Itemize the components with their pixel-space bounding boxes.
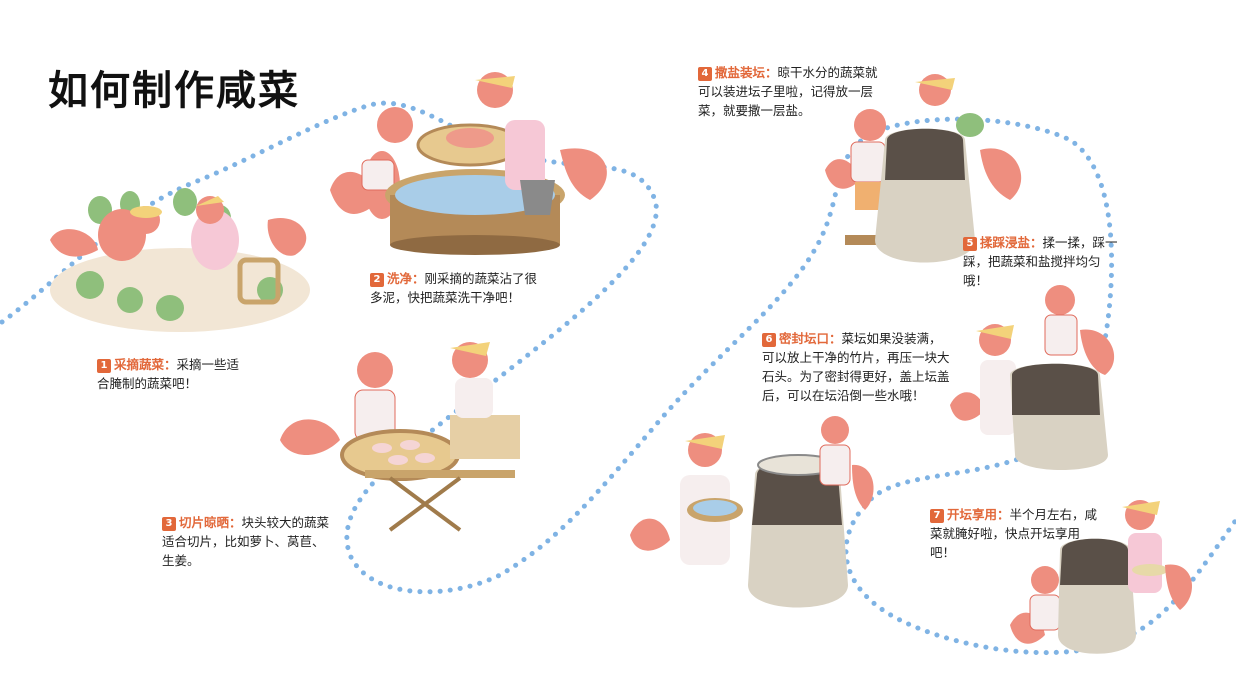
- step-body: 刚采摘的蔬菜沾了很多泥，快把蔬菜洗干净吧！: [370, 271, 538, 305]
- step-heading: 洗净：: [387, 271, 425, 286]
- step-heading: 密封坛口：: [779, 331, 842, 346]
- step-number: 1: [97, 359, 111, 373]
- illustration-salting-jar: [825, 74, 1022, 263]
- step-heading: 采摘蔬菜：: [114, 357, 177, 372]
- step-heading: 撒盐装坛：: [715, 65, 778, 80]
- step-body: 菜坛如果没装满，可以放上干净的竹片，再压一块大石头。为了密封得更好，盖上坛盖后，…: [762, 331, 950, 403]
- step-number: 5: [963, 237, 977, 251]
- page-title: 如何制作咸菜: [48, 68, 300, 114]
- illustration-washing: [330, 72, 607, 255]
- step-number: 7: [930, 509, 944, 523]
- step-body: 采摘一些适合腌制的蔬菜吧！: [97, 357, 240, 391]
- step-number: 4: [698, 67, 712, 81]
- step-number: 6: [762, 333, 776, 347]
- step-number: 3: [162, 517, 176, 531]
- step-number: 2: [370, 273, 384, 287]
- step-heading: 揉踩浸盐：: [980, 235, 1043, 250]
- illustration-sealing-jar: [630, 416, 874, 608]
- illustration-picking-vegetables: [50, 188, 310, 332]
- step-body: 晾干水分的蔬菜就可以装进坛子里啦，记得放一层菜，就要撒一层盐。: [698, 65, 878, 118]
- step-body: 块头较大的蔬菜适合切片，比如萝卜、莴苣、生姜。: [162, 515, 330, 568]
- step-body: 半个月左右，咸菜就腌好啦，快点开坛享用吧！: [930, 507, 1098, 560]
- illustration-slicing: [280, 342, 520, 532]
- step-body: 揉一揉，踩一踩，把蔬菜和盐搅拌均匀哦！: [963, 235, 1118, 288]
- illustration-kneading: [950, 285, 1115, 470]
- step-heading: 开坛享用：: [947, 507, 1010, 522]
- step-heading: 切片晾晒：: [179, 515, 242, 530]
- illustration-opening-jar: [1010, 500, 1192, 654]
